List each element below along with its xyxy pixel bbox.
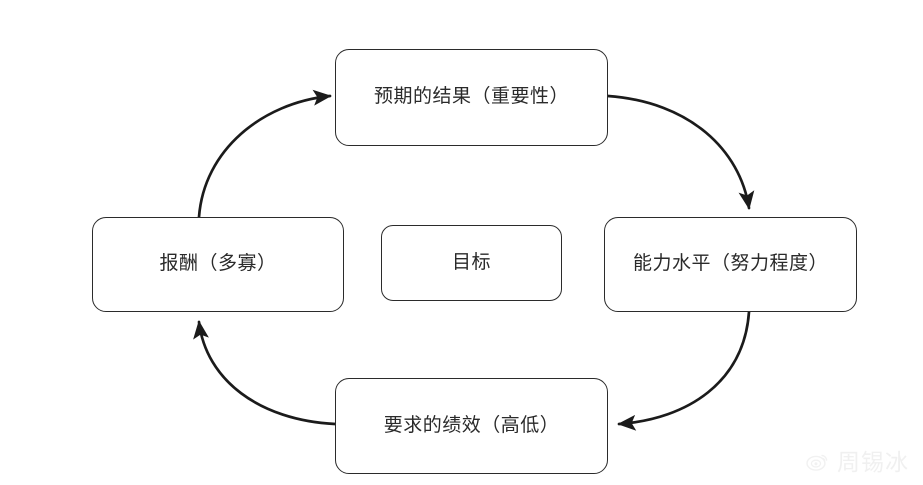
arrow-top-to-right [606,94,755,210]
node-ability-level-label: 能力水平（努力程度） [632,253,828,275]
arrow-right-to-bottom [617,310,751,431]
weibo-eye-icon [806,454,828,471]
node-goal[interactable]: 目标 [381,225,562,301]
arrow-left-to-top [197,89,332,219]
node-goal-label: 目标 [451,251,491,273]
arrow-bottom-to-left [193,320,337,426]
watermark-text: 周锡冰 [837,449,909,475]
node-required-performance[interactable]: 要求的绩效（高低） [335,378,608,474]
node-ability-level[interactable]: 能力水平（努力程度） [604,217,857,312]
watermark: 周锡冰 [805,443,909,477]
node-reward[interactable]: 报酬（多寡） [92,217,344,312]
node-reward-label: 报酬（多寡） [159,253,277,275]
node-expected-outcome-label: 预期的结果（重要性） [373,86,569,108]
node-expected-outcome[interactable]: 预期的结果（重要性） [335,49,608,146]
node-required-performance-label: 要求的绩效（高低） [383,414,560,436]
